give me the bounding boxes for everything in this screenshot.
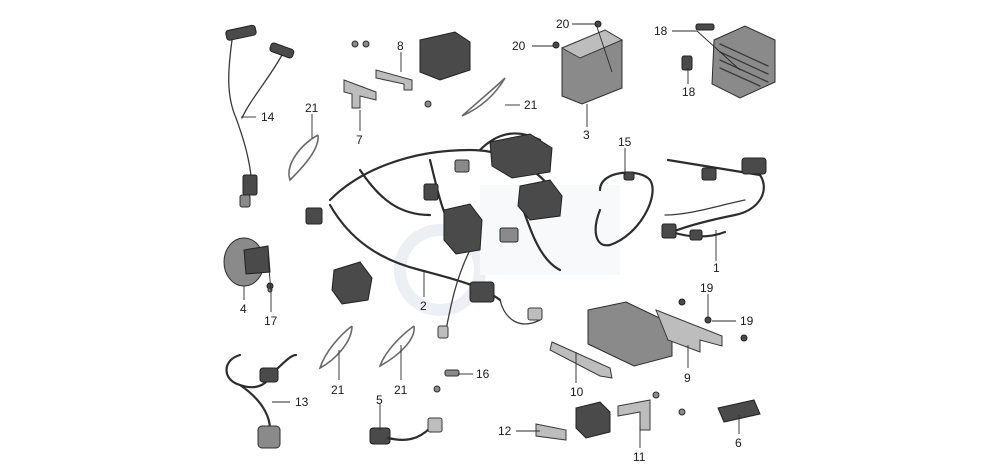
callout-21d: 21 xyxy=(394,383,408,397)
cable-tie-21b xyxy=(461,77,506,117)
main-wiring-harness-2 xyxy=(305,132,563,339)
callout-16: 16 xyxy=(476,367,490,381)
callout-15: 15 xyxy=(618,135,632,149)
callout-4: 4 xyxy=(240,302,247,316)
bracket-11 xyxy=(617,391,686,431)
callout-labels: 1 2 3 4 5 6 7 8 9 10 11 12 13 14 15 16 1… xyxy=(240,17,754,464)
grip-6 xyxy=(717,399,761,423)
horn-4 xyxy=(223,237,274,290)
callout-19a: 19 xyxy=(700,281,714,295)
callout-7: 7 xyxy=(356,133,363,147)
bolt-16 xyxy=(444,369,460,377)
callout-10: 10 xyxy=(570,385,584,399)
cable-tie-21d xyxy=(378,325,415,368)
callout-19b: 19 xyxy=(740,314,754,328)
leader-lines xyxy=(241,23,741,448)
bracket-8 xyxy=(375,69,413,91)
regulator-18 xyxy=(681,23,776,99)
ecu-box-3 xyxy=(552,20,624,105)
fuse-box-9 xyxy=(587,298,748,367)
watermark-logo xyxy=(394,185,620,316)
callout-3: 3 xyxy=(583,128,590,142)
callout-13: 13 xyxy=(295,395,309,409)
callout-20b: 20 xyxy=(512,39,526,53)
callout-2: 2 xyxy=(420,299,427,313)
callout-11: 11 xyxy=(633,450,646,464)
callout-17: 17 xyxy=(264,314,278,328)
sub-harness-15 xyxy=(594,171,654,247)
callout-14: 14 xyxy=(261,110,275,124)
callout-18b: 18 xyxy=(682,85,696,99)
bracket-12 xyxy=(535,423,567,441)
sensor-lead-13 xyxy=(225,353,298,449)
callout-21b: 21 xyxy=(524,98,538,112)
relay-box xyxy=(575,401,611,439)
secondary-harness-1 xyxy=(661,157,767,241)
callout-5: 5 xyxy=(376,393,383,407)
control-module-8 xyxy=(419,31,471,81)
bracket-10 xyxy=(549,341,613,379)
bracket-7 xyxy=(343,40,432,109)
callout-8: 8 xyxy=(397,39,404,53)
cable-tie-21a xyxy=(288,134,319,182)
callout-9: 9 xyxy=(684,371,691,385)
cable-tie-21c xyxy=(318,325,353,370)
callout-6: 6 xyxy=(735,436,742,450)
callout-20a: 20 xyxy=(556,17,570,31)
callout-18a: 18 xyxy=(654,24,668,38)
callout-12: 12 xyxy=(498,424,512,438)
callout-21a: 21 xyxy=(305,101,319,115)
battery-clip-lead xyxy=(225,24,295,208)
callout-1: 1 xyxy=(713,261,720,275)
callout-21c: 21 xyxy=(331,383,345,397)
